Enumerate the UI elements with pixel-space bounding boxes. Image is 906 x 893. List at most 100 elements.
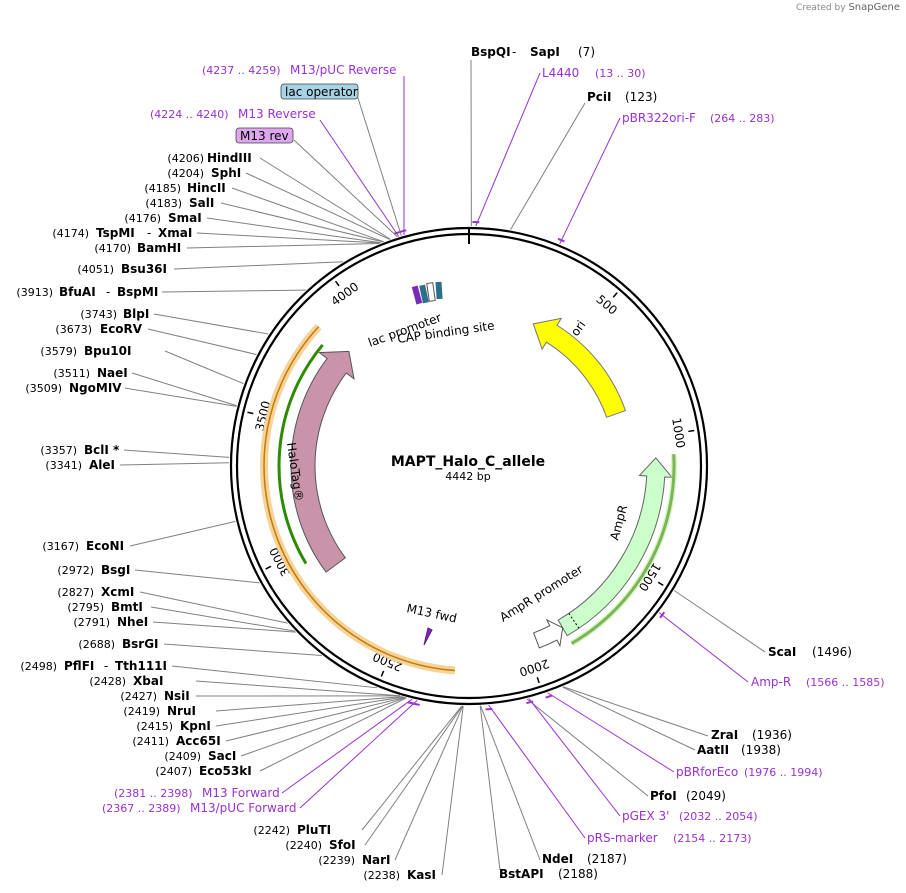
primer-range: (264 .. 283) [710, 112, 775, 125]
enzyme-position: (4185) [144, 182, 181, 195]
enzyme-position: (2791) [73, 616, 110, 629]
enzyme-position: (4206) [167, 152, 204, 165]
enzyme-label: SapI [530, 45, 560, 59]
leader-line [441, 705, 464, 876]
leader-line [161, 289, 306, 293]
leader-line [220, 202, 384, 243]
enzyme-label: PluTI [297, 823, 331, 837]
enzyme-position: (4183) [145, 197, 182, 210]
m13-rev-label: M13 rev [240, 129, 289, 143]
ampr-separator [568, 613, 580, 629]
tick-label: 1000 [669, 417, 688, 449]
enzyme-position: (2428) [89, 675, 126, 688]
tick-label: 500 [593, 292, 620, 318]
primer-label: pBR322ori-F [622, 111, 696, 125]
leader-line [153, 313, 269, 335]
leader-line [480, 705, 541, 861]
enzyme-position: (2187) [587, 852, 627, 866]
primer-label: Amp-R [751, 675, 791, 689]
enzyme-position: (4204) [167, 167, 204, 180]
leader-line [319, 119, 400, 237]
enzyme-label: AleI [89, 458, 115, 472]
insert-band-line [263, 326, 455, 672]
right-primer-labels: L4440 (13 .. 30) pBR322ori-F (264 .. 283… [542, 66, 885, 845]
enzyme-label: SphI [211, 166, 241, 180]
lac-operator-mark [419, 284, 429, 304]
enzyme-label: SalI [189, 196, 214, 210]
leader-line [196, 232, 381, 244]
leader-line [147, 328, 257, 356]
enzyme-label: AatII [697, 743, 729, 757]
enzyme-label: BsgI [101, 563, 130, 577]
enzyme-position: (2415) [136, 720, 173, 733]
enzyme-label: KasI [407, 868, 436, 882]
plasmid-size: 4442 bp [445, 470, 490, 483]
primer-label: L4440 [542, 66, 579, 80]
leader-line [186, 243, 379, 249]
primer-label: pRS-marker [587, 831, 658, 845]
enzyme-position: (123) [625, 90, 657, 104]
right-enzyme-labels: BspQI - SapI (7) PciI (123) ScaI (1496) … [471, 45, 852, 881]
leader-line [394, 705, 464, 861]
enzyme-position: (7) [578, 45, 595, 59]
enzyme-label: PfoI [650, 789, 677, 803]
left-primer-labels: (4237 .. 4259) M13/pUC Reverse (4224 .. … [102, 63, 397, 815]
leader-line [562, 686, 709, 737]
leader-line [510, 102, 586, 230]
plasmid-name: MAPT_Halo_C_allele [391, 454, 545, 470]
enzyme-position: (3511) [53, 367, 90, 380]
enzyme-position: (2795) [67, 601, 104, 614]
enzyme-separator: - [104, 659, 108, 673]
leader-line [131, 372, 237, 407]
left-enzyme-labels: (4206) HindIII (4204) SphI (4185) HincII… [16, 151, 436, 882]
leader-line [171, 665, 378, 689]
enzyme-label: PflFI [64, 659, 94, 673]
enzyme-separator: - [512, 45, 516, 59]
enzyme-label: ZraI [711, 728, 738, 742]
enzyme-separator: - [147, 226, 151, 240]
tick-mark [688, 429, 695, 433]
enzyme-label: BsrGI [122, 637, 159, 651]
enzyme-label: XbaI [133, 674, 163, 688]
enzyme-position: (4051) [77, 263, 114, 276]
label-leader-lines [119, 59, 766, 876]
credit-brand: SnapGene [848, 2, 900, 13]
enzyme-label: TspMI [96, 226, 135, 240]
tick-mark [247, 411, 254, 415]
enzyme-label: BmtI [111, 600, 143, 614]
primer-range: (1566 .. 1585) [806, 676, 885, 689]
enzyme-position: (2238) [363, 869, 400, 882]
leader-line [658, 612, 749, 683]
enzyme-position: (3509) [25, 382, 62, 395]
leader-line [206, 217, 381, 244]
primer-range: (1976 .. 1994) [744, 766, 823, 779]
leader-line [240, 697, 407, 757]
enzyme-label: NaeI [97, 366, 128, 380]
primer-range: (13 .. 30) [595, 67, 646, 80]
lac-promoter-mark [426, 282, 436, 302]
leader-line [225, 696, 406, 742]
enzyme-position: (2188) [558, 867, 598, 881]
ampr-promoter-arrow [532, 618, 564, 649]
leader-line [479, 705, 501, 871]
primer-range: (4237 .. 4259) [202, 64, 281, 77]
enzyme-label: HincII [187, 181, 226, 195]
enzyme-position: (2240) [285, 839, 322, 852]
lac-operator-label: lac operator [285, 85, 358, 99]
leader-line [134, 569, 260, 584]
enzyme-label: Bpu10I [84, 344, 131, 358]
m13-rev-mark [411, 285, 423, 305]
enzyme-label: BfuAI [59, 285, 96, 299]
leader-line [139, 591, 288, 624]
primer-label: pBRforEco [676, 765, 738, 779]
enzyme-label: PciI [587, 90, 612, 104]
enzyme-label: Tth111I [115, 659, 167, 673]
halotag-arrow [290, 350, 355, 573]
m13-rev-box [235, 127, 294, 144]
primer-range: (2367 .. 2389) [102, 802, 181, 815]
enzyme-position: (2827) [57, 586, 94, 599]
enzyme-position: (2409) [164, 750, 201, 763]
halo-cds-line [277, 343, 324, 565]
snapgene-credit: Created by SnapGene [796, 2, 900, 13]
